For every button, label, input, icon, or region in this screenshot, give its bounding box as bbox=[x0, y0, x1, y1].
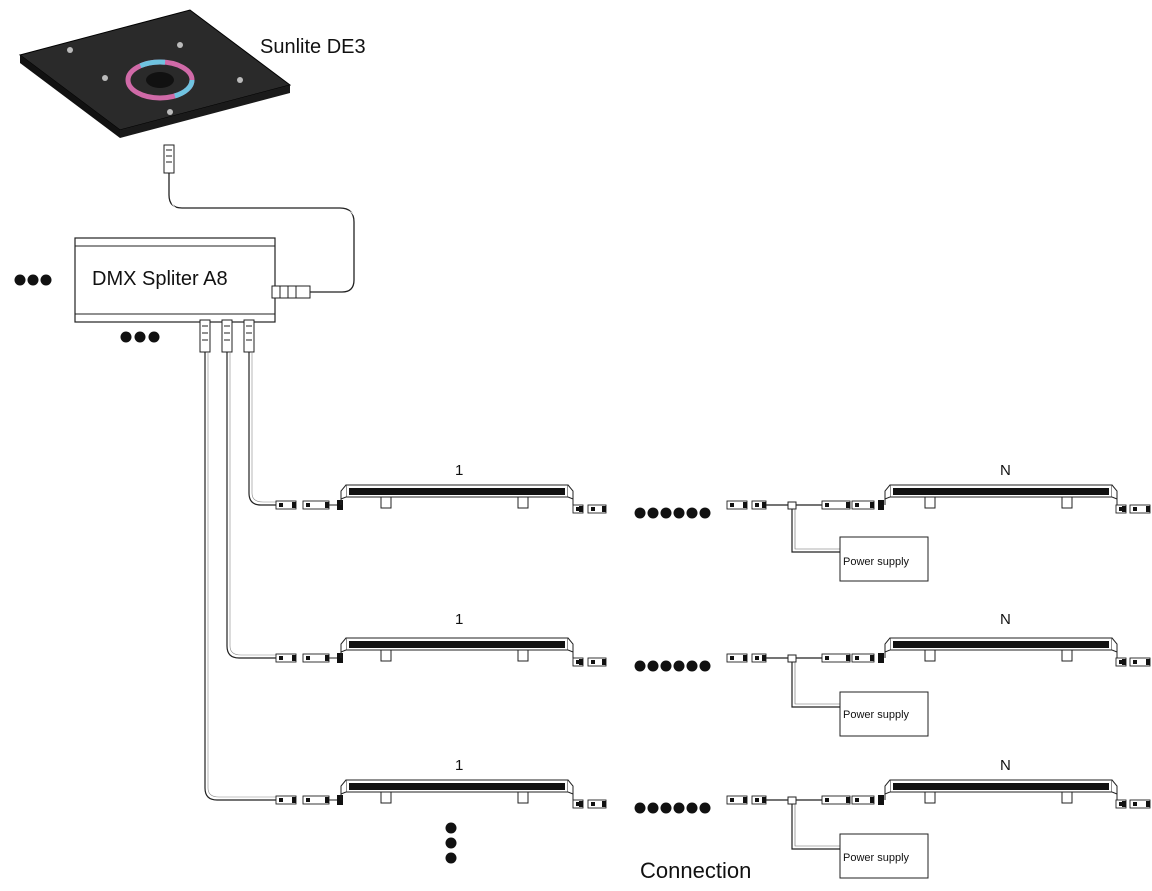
controller-device bbox=[18, 9, 292, 174]
power-supply-box bbox=[839, 833, 929, 879]
led-bar-fixture bbox=[884, 779, 1118, 804]
continuation-dot bbox=[673, 802, 685, 814]
cable-connector bbox=[851, 500, 875, 510]
cable-connector bbox=[1115, 504, 1127, 514]
continuation-dot bbox=[660, 802, 672, 814]
cable-connector bbox=[275, 500, 297, 510]
continuation-dot bbox=[634, 660, 646, 672]
cable-connector bbox=[751, 653, 767, 663]
cable-connector bbox=[587, 799, 607, 809]
cable-connector bbox=[275, 653, 297, 663]
continuation-dot bbox=[660, 507, 672, 519]
splitter-output-plug bbox=[199, 319, 211, 353]
cable-connector bbox=[751, 500, 767, 510]
more-indicator-below-splitter bbox=[120, 331, 160, 343]
cable-connector bbox=[726, 795, 748, 805]
cable-connector bbox=[587, 504, 607, 514]
continuation-dot bbox=[673, 660, 685, 672]
cable-connector bbox=[751, 795, 767, 805]
cable-connector bbox=[726, 653, 748, 663]
continuation-dot bbox=[647, 660, 659, 672]
power-supply-label: Power supply bbox=[843, 556, 910, 568]
more-indicator-left bbox=[14, 274, 52, 286]
dmx-output-cable bbox=[248, 352, 278, 506]
splitter-output-plug bbox=[243, 319, 255, 353]
led-bar-fixture bbox=[340, 637, 574, 662]
cable-connector bbox=[1129, 657, 1151, 667]
more-lines-indicator bbox=[445, 822, 457, 864]
cable-connector bbox=[821, 653, 851, 663]
continuation-dot bbox=[699, 507, 711, 519]
continuation-dot bbox=[686, 802, 698, 814]
dmx-input-cable bbox=[168, 173, 355, 293]
cable-connector bbox=[572, 799, 584, 809]
power-cable bbox=[791, 804, 840, 850]
dmx-output-cable bbox=[226, 352, 278, 659]
led-bar-fixture bbox=[340, 484, 574, 509]
last-fixture-label: N bbox=[1000, 757, 1011, 774]
continuation-dot bbox=[686, 507, 698, 519]
continuation-dot bbox=[699, 660, 711, 672]
power-cable bbox=[791, 509, 840, 553]
cable-connector bbox=[821, 795, 851, 805]
diagram-caption: Connection bbox=[640, 858, 752, 883]
continuation-dot bbox=[673, 507, 685, 519]
cable-connector bbox=[302, 653, 330, 663]
fixture-line bbox=[275, 484, 1151, 582]
splitter-output-plug bbox=[221, 319, 233, 353]
splitter-box bbox=[74, 237, 311, 353]
power-supply-label: Power supply bbox=[843, 709, 910, 721]
led-bar-fixture bbox=[884, 637, 1118, 662]
power-supply-label: Power supply bbox=[843, 852, 910, 864]
continuation-dot bbox=[686, 660, 698, 672]
cable-connector bbox=[1115, 657, 1127, 667]
cable-connector bbox=[851, 653, 875, 663]
cable-connector bbox=[1129, 504, 1151, 514]
dmx-output-cable bbox=[204, 352, 278, 801]
splitter-label: DMX Spliter A8 bbox=[92, 268, 228, 290]
cable-connector bbox=[1115, 799, 1127, 809]
cable-connector bbox=[302, 500, 330, 510]
first-fixture-label: 1 bbox=[455, 462, 464, 479]
continuation-dot bbox=[647, 802, 659, 814]
cable-connector bbox=[726, 500, 748, 510]
controller-label: Sunlite DE3 bbox=[260, 36, 366, 58]
fixture-line bbox=[275, 637, 1151, 737]
led-bar-fixture bbox=[884, 484, 1118, 509]
last-fixture-label: N bbox=[1000, 462, 1011, 479]
cable-connector bbox=[587, 657, 607, 667]
continuation-dot bbox=[699, 802, 711, 814]
last-fixture-label: N bbox=[1000, 611, 1011, 628]
cable-connector bbox=[572, 504, 584, 514]
fixture-line bbox=[275, 779, 1151, 879]
cable-connector bbox=[851, 795, 875, 805]
cable-connector bbox=[275, 795, 297, 805]
continuation-dot bbox=[647, 507, 659, 519]
power-cable bbox=[791, 662, 840, 708]
continuation-dot bbox=[634, 802, 646, 814]
led-bar-fixture bbox=[340, 779, 574, 804]
power-supply-box bbox=[839, 691, 929, 737]
cable-connector bbox=[302, 795, 330, 805]
power-supply-box bbox=[839, 536, 929, 582]
cable-connector bbox=[572, 657, 584, 667]
cable-connector bbox=[1129, 799, 1151, 809]
first-fixture-label: 1 bbox=[455, 611, 464, 628]
cable-connector bbox=[821, 500, 851, 510]
continuation-dot bbox=[634, 507, 646, 519]
first-fixture-label: 1 bbox=[455, 757, 464, 774]
continuation-dot bbox=[660, 660, 672, 672]
